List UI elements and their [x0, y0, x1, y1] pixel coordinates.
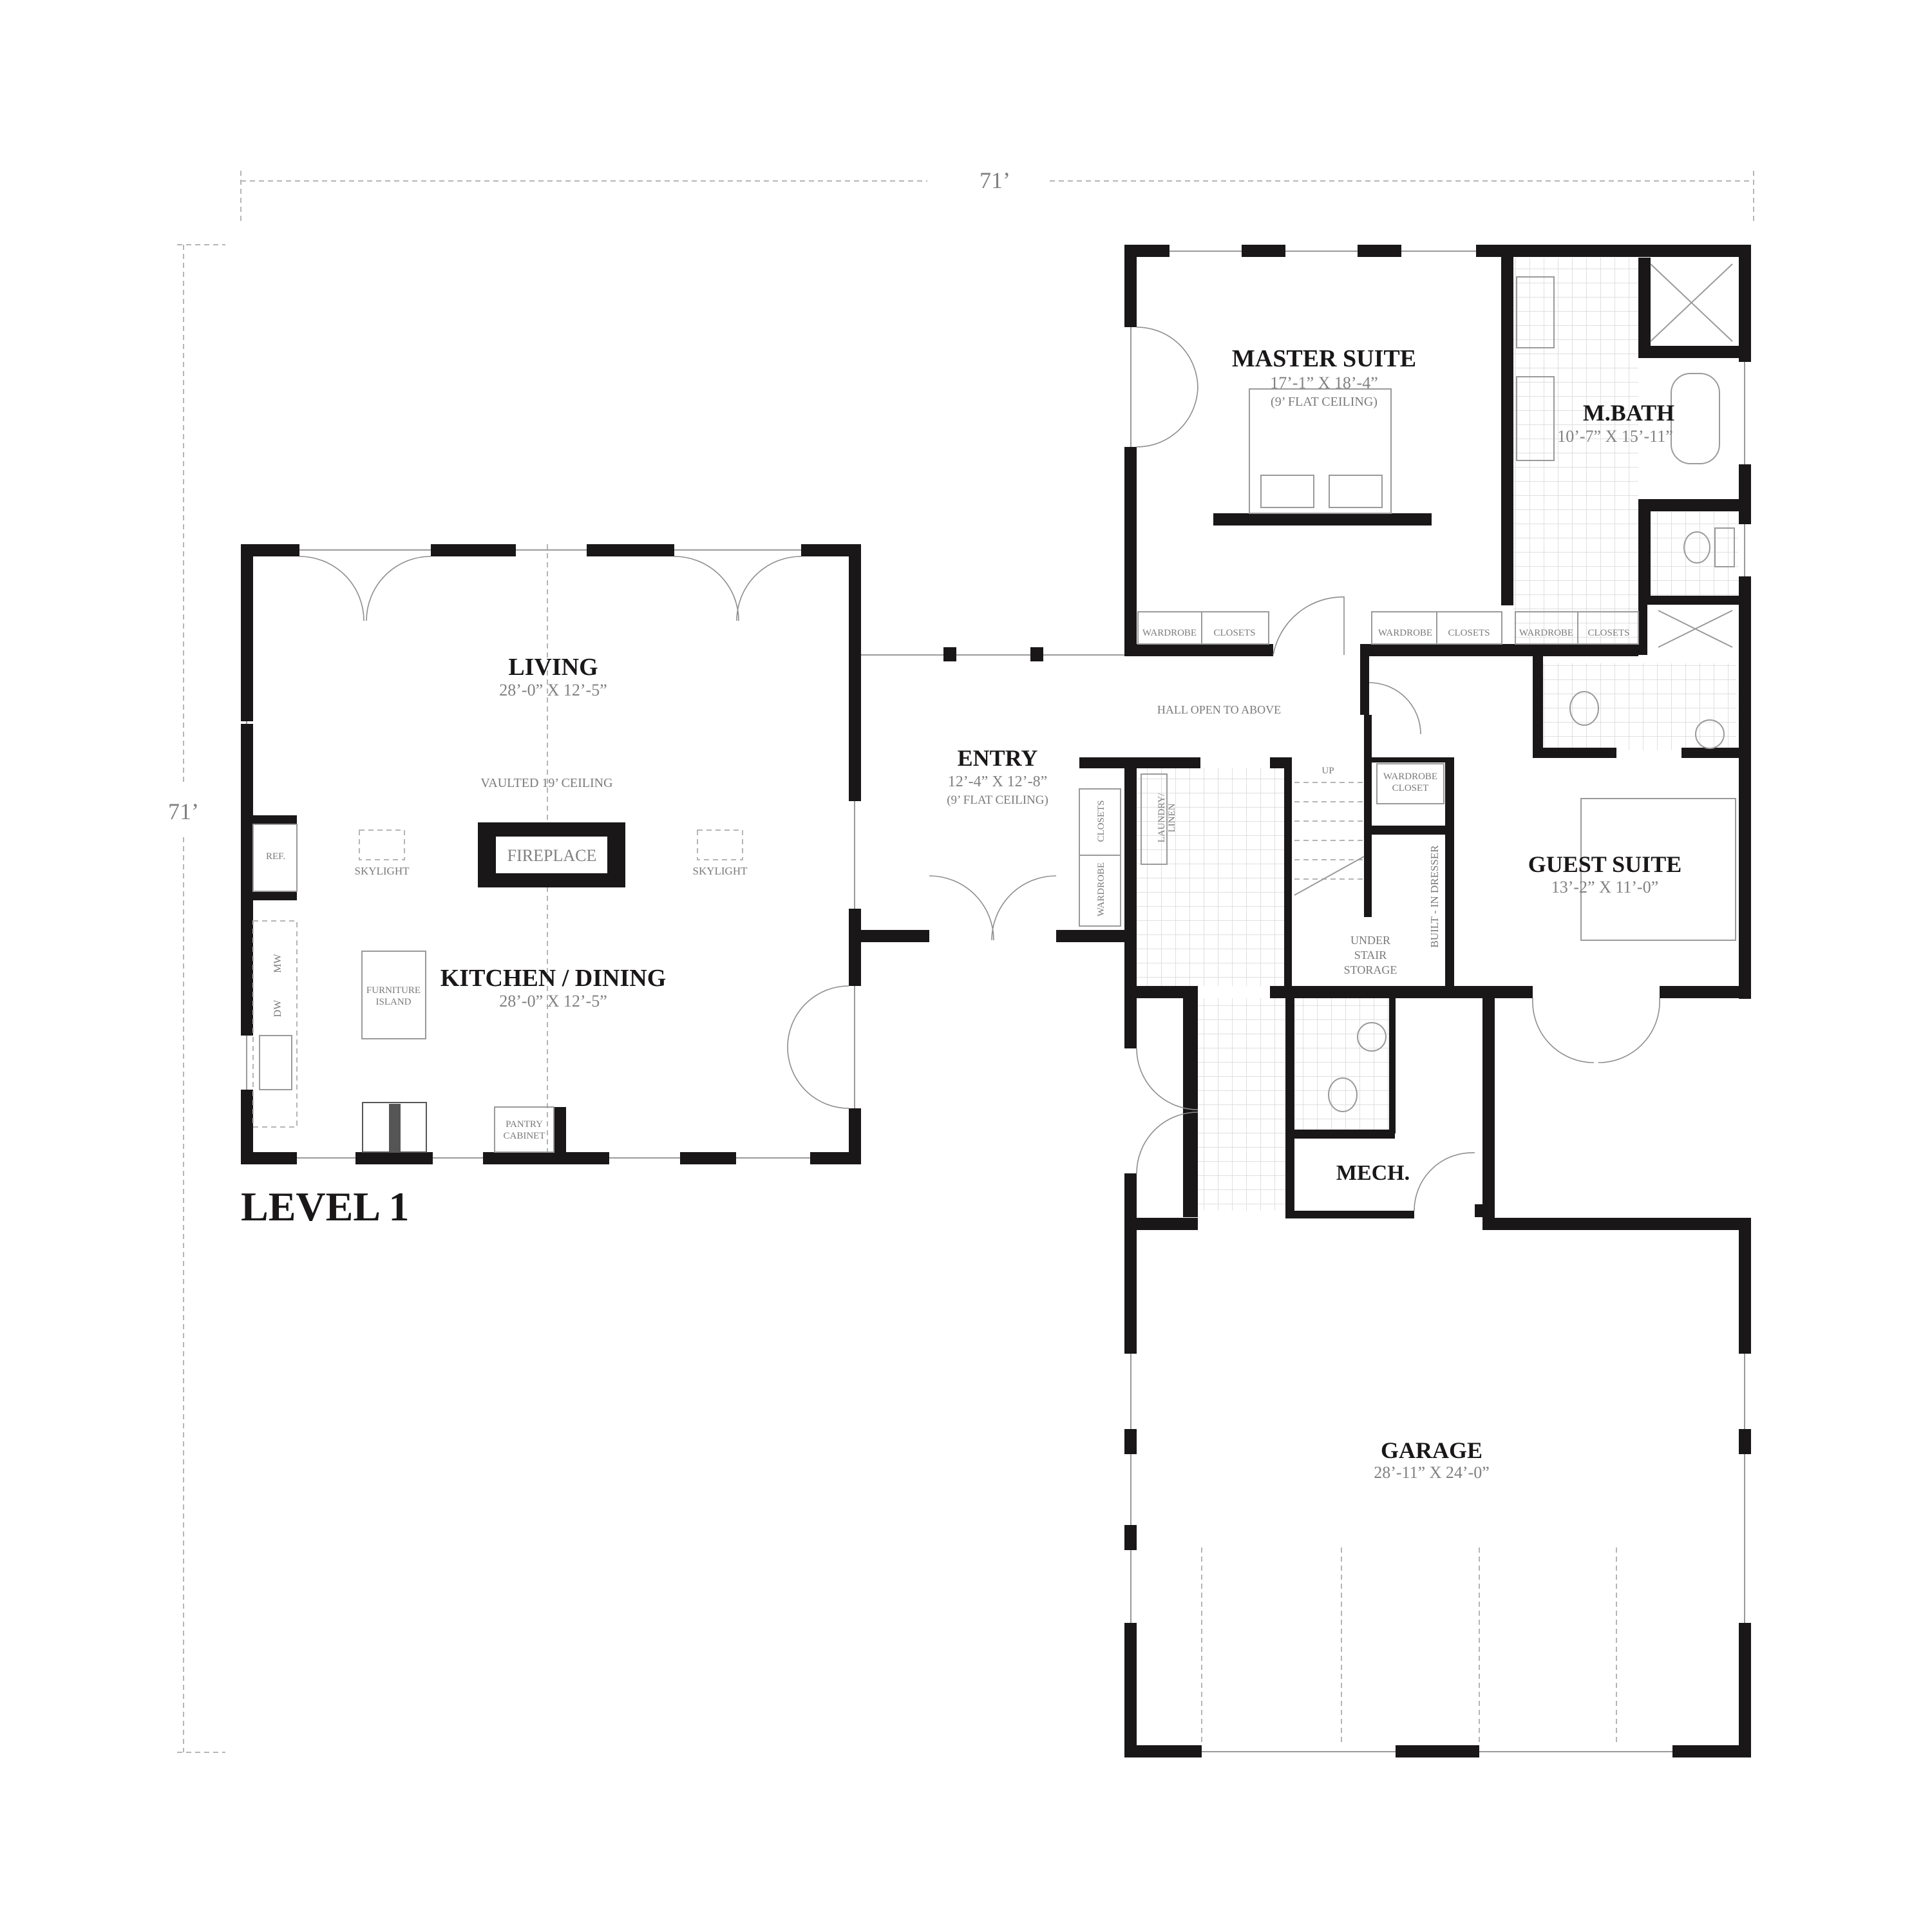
vanity-sink-icon — [1516, 276, 1555, 348]
wardrobe-label-1: WARDROBE — [1142, 628, 1197, 638]
living-door-right — [674, 556, 802, 621]
pantry-cabinet — [494, 1106, 554, 1153]
master-bath-dims: 10’-7” X 15’-11” — [1557, 427, 1673, 446]
skylight-right — [697, 829, 743, 860]
guest-shower-icon — [1658, 610, 1733, 648]
skylight-left — [359, 829, 405, 860]
stair-up-label: UP — [1321, 766, 1334, 776]
entry-door — [929, 875, 1057, 941]
living-dims: 28’-0” X 12’-5” — [499, 681, 607, 699]
master-bed-icon — [1249, 388, 1392, 514]
entry-label: ENTRY — [958, 745, 1038, 771]
hall-door — [1368, 682, 1421, 735]
built-in-dresser-label: BUILT - IN DRESSER — [1428, 845, 1441, 948]
garage-dims: 28’-11” X 24’-0” — [1374, 1463, 1490, 1482]
refrigerator — [252, 824, 298, 892]
master-bath-label: M.BATH — [1583, 400, 1674, 426]
guest-sink-icon — [1695, 719, 1725, 749]
guest-suite-label: GUEST SUITE — [1528, 851, 1681, 877]
laundry-label-2: LINEN — [1167, 803, 1177, 832]
guest-patio-door — [1532, 998, 1660, 1063]
vanity-sink-icon-2 — [1516, 376, 1555, 461]
island-label-1: FURNITURE — [366, 985, 421, 996]
garage-label: GARAGE — [1381, 1437, 1482, 1463]
pantry-label-2: CABINET — [504, 1131, 545, 1141]
guest-suite-dims: 13’-2” X 11’-0” — [1551, 878, 1659, 896]
closets-label-2: CLOSETS — [1448, 628, 1490, 638]
fireplace-label: FIREPLACE — [507, 846, 597, 865]
under-stair-label-3: STORAGE — [1344, 963, 1397, 976]
skylight-left-label: SKYLIGHT — [355, 865, 410, 877]
entry-wardrobe-label: WARDROBE — [1096, 862, 1106, 916]
kitchen-dims: 28’-0” X 12’-5” — [499, 992, 607, 1010]
toilet-icon — [1683, 531, 1710, 564]
mech-door — [1414, 1152, 1475, 1211]
guest-toilet-icon — [1569, 691, 1599, 726]
laundry-machine — [1141, 773, 1168, 865]
overall-width-label: 71’ — [980, 167, 1010, 193]
side-door — [1136, 1048, 1198, 1174]
powder-sink-icon — [1357, 1022, 1387, 1052]
garage-door-tracks — [1201, 1548, 1617, 1745]
pantry-label-1: PANTRY — [506, 1119, 543, 1130]
closets-label-1: CLOSETS — [1213, 628, 1255, 638]
ref-label: REF. — [266, 851, 285, 862]
dimension-width: 71’ — [240, 167, 1754, 222]
bathtub-icon — [1671, 373, 1720, 464]
powder-toilet-icon — [1328, 1077, 1358, 1112]
room-labels: LIVING 28’-0” X 12’-5” VAULTED 19’ CEILI… — [241, 345, 1681, 1482]
under-stair-label-2: STAIR — [1354, 949, 1387, 961]
tile-floors — [1137, 258, 1739, 1211]
fixtures: FIREPLACE — [252, 263, 1736, 1153]
shower-icon — [1650, 263, 1733, 342]
master-door — [1273, 596, 1345, 656]
stairs-icon — [1294, 782, 1365, 896]
kitchen-sink-icon — [259, 1035, 292, 1090]
entry-closets-label: CLOSETS — [1096, 800, 1106, 842]
vaulted-ceiling-note: VAULTED 19’ CEILING — [480, 776, 612, 790]
island-label-2: ISLAND — [376, 997, 412, 1007]
walls — [241, 245, 1751, 1757]
kitchen-label: KITCHEN / DINING — [440, 965, 667, 992]
microwave-label: MW — [272, 953, 283, 972]
guest-bed-icon — [1580, 798, 1736, 941]
master-suite-dims: 17’-1” X 18’-4” — [1270, 374, 1378, 392]
hall-label: HALL OPEN TO ABOVE — [1157, 703, 1281, 716]
wardrobe-closet-label-1: WARDROBE — [1383, 772, 1437, 782]
entry-dims: 12’-4” X 12’-8” — [948, 773, 1048, 790]
living-label: LIVING — [508, 654, 598, 681]
dishwasher-label: DW — [272, 999, 283, 1018]
laundry-label-1: LAUNDRY/ — [1157, 793, 1167, 843]
furniture-island — [361, 951, 426, 1039]
master-suite-ceiling: (9’ FLAT CEILING) — [1271, 395, 1378, 409]
kitchen-door — [787, 985, 849, 1109]
dimension-depth: 71’ — [168, 244, 225, 1753]
wardrobe-label-3: WARDROBE — [1519, 628, 1573, 638]
closets-label-3: CLOSETS — [1587, 628, 1629, 638]
wardrobe-label-2: WARDROBE — [1378, 628, 1432, 638]
under-stair-label-1: UNDER — [1350, 934, 1390, 947]
doors — [299, 327, 1660, 1211]
overall-depth-label: 71’ — [168, 799, 199, 824]
entry-ceiling: (9’ FLAT CEILING) — [947, 793, 1048, 807]
skylight-right-label: SKYLIGHT — [693, 865, 748, 877]
master-suite-label: MASTER SUITE — [1232, 345, 1416, 372]
living-door-left — [299, 556, 431, 621]
master-patio-door — [1136, 327, 1198, 448]
mech-label: MECH. — [1336, 1161, 1410, 1185]
level-label: LEVEL 1 — [241, 1184, 409, 1229]
wardrobe-closet-label-2: CLOSET — [1392, 783, 1429, 793]
